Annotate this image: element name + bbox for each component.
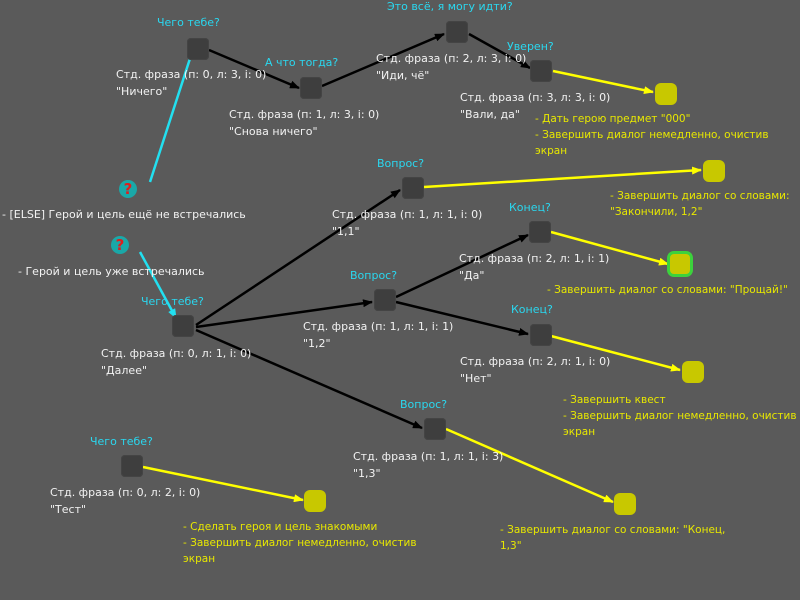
action-text-2: - Завершить диалог со словами:"Закончили… — [610, 190, 790, 218]
question-label-5: Вопрос? — [377, 157, 425, 170]
edge-n7-n10 — [395, 300, 529, 336]
action-text-3: - Завершить диалог со словами: "Прощай!" — [547, 284, 788, 296]
question-label-9: Конец? — [511, 303, 553, 316]
action-node-1[interactable] — [655, 83, 677, 105]
dialog-node-6[interactable] — [172, 315, 194, 337]
edge-n6-n5 — [195, 188, 401, 327]
edge-n4-a1 — [552, 69, 654, 95]
edge-n5-a2 — [423, 166, 702, 189]
action-text-1: - Дать герою предмет "000"- Завершить ди… — [535, 113, 769, 157]
question-label-7: Вопрос? — [350, 269, 398, 282]
dialog-node-1[interactable] — [187, 38, 209, 60]
question-label-8: Чего тебе? — [141, 295, 204, 308]
condition-else-text: - [ELSE] Герой и цель ещё не встречались — [2, 208, 246, 221]
question-mark-icon[interactable]: ? — [119, 180, 137, 198]
dialog-node-11[interactable] — [121, 455, 143, 477]
edge-n6-n9 — [195, 328, 423, 430]
question-label-3: Это всё, я могу идти? — [387, 0, 513, 13]
phrase-label-8: Стд. фраза (п: 0, л: 1, i: 0)"Далее" — [101, 347, 252, 377]
action-text-4: - Завершить квест- Завершить диалог неме… — [563, 394, 797, 438]
question-label-1: Чего тебе? — [157, 16, 220, 29]
action-text-6: - Сделать героя и цель знакомыми- Заверш… — [183, 521, 417, 565]
dialog-node-3[interactable] — [446, 21, 468, 43]
edge-cond-else — [148, 39, 198, 183]
action-node-6[interactable] — [304, 490, 326, 512]
action-node-3[interactable] — [667, 251, 693, 277]
phrase-label-4: Стд. фраза (п: 3, л: 3, i: 0)"Вали, да" — [460, 91, 611, 121]
edge-n8-a3 — [550, 230, 669, 266]
dialog-node-2[interactable] — [300, 77, 322, 99]
action-node-5[interactable] — [614, 493, 636, 515]
question-mark-icon[interactable]: ? — [111, 236, 129, 254]
question-label-6: Конец? — [509, 201, 551, 214]
question-label-10: Вопрос? — [400, 398, 448, 411]
phrase-label-2: Стд. фраза (п: 1, л: 3, i: 0)"Снова ниче… — [229, 108, 380, 138]
edge-cond-met — [138, 251, 178, 319]
action-text-5: - Завершить диалог со словами: "Конец,1,… — [500, 524, 726, 552]
dialog-node-5[interactable] — [402, 177, 424, 199]
dialog-node-9[interactable] — [424, 418, 446, 440]
edge-n3-n4 — [468, 32, 531, 70]
dialog-node-7[interactable] — [374, 289, 396, 311]
edge-n10-a4 — [550, 334, 681, 372]
phrase-label-9: Стд. фраза (п: 2, л: 1, i: 0)"Нет" — [460, 355, 611, 385]
phrase-label-7: Стд. фраза (п: 1, л: 1, i: 1)"1,2" — [303, 320, 454, 350]
action-node-4[interactable] — [682, 361, 704, 383]
dialog-node-10[interactable] — [530, 324, 552, 346]
action-node-2[interactable] — [703, 160, 725, 182]
edge-n1-n2 — [208, 48, 300, 90]
phrase-label-5: Стд. фраза (п: 1, л: 1, i: 0)"1,1" — [332, 208, 483, 238]
edge-n2-n3 — [321, 32, 445, 88]
dialog-node-8[interactable] — [529, 221, 551, 243]
dialog-node-4[interactable] — [530, 60, 552, 82]
question-label-4: Уверен? — [507, 40, 554, 53]
question-label-2: А что тогда? — [265, 56, 339, 69]
question-label-11: Чего тебе? — [90, 435, 153, 448]
edge-n7-n8 — [395, 233, 529, 299]
phrase-label-1: Стд. фраза (п: 0, л: 3, i: 0)"Ничего" — [116, 68, 267, 98]
phrase-label-6: Стд. фраза (п: 2, л: 1, i: 1)"Да" — [459, 252, 610, 282]
condition-met-text: - Герой и цель уже встречались — [18, 265, 205, 278]
phrase-label-11: Стд. фраза (п: 0, л: 2, i: 0)"Тест" — [50, 486, 201, 516]
phrase-label-10: Стд. фраза (п: 1, л: 1, i: 3)"1,3" — [353, 450, 504, 480]
edge-n9-a5 — [445, 427, 614, 504]
phrase-label-3: Стд. фраза (п: 2, л: 3, i: 0)"Иди, чё" — [376, 52, 527, 82]
edge-n11-a6 — [142, 465, 304, 503]
edge-n6-n7 — [195, 299, 373, 329]
